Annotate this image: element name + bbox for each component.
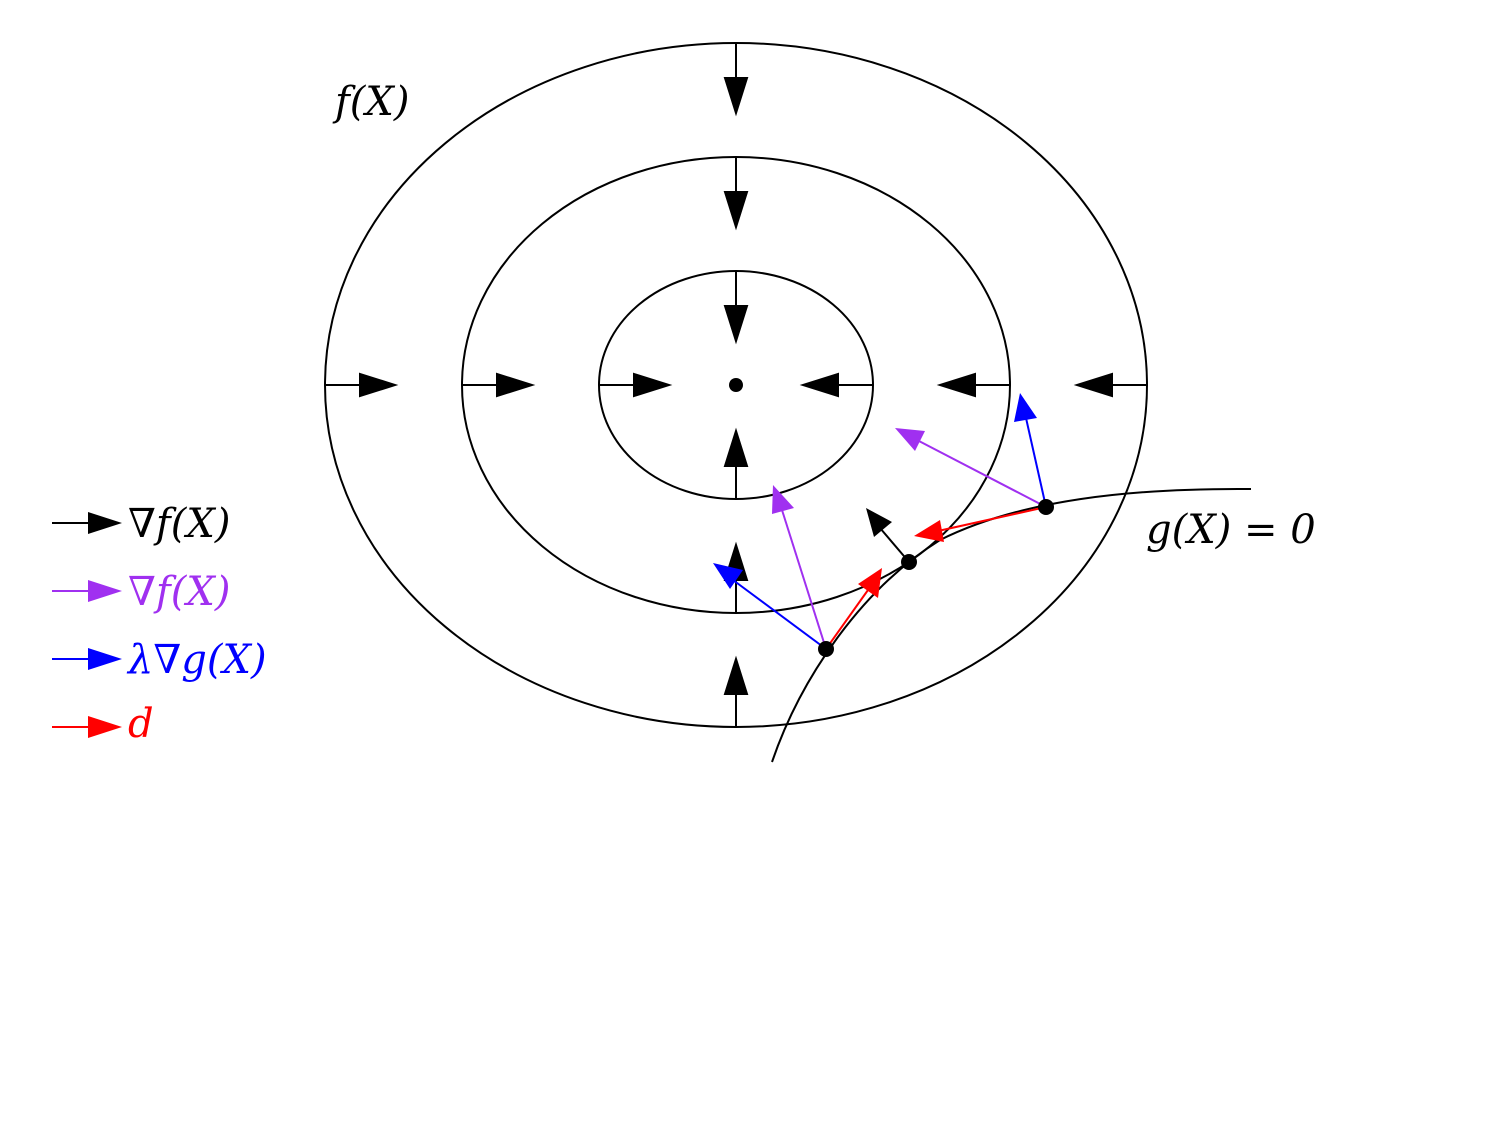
point-b [901, 554, 917, 570]
vectors-point-b [866, 508, 910, 563]
minimum-point [729, 378, 743, 392]
legend-label-constraint-gradient: λ∇g(X) [126, 637, 267, 683]
point-a [818, 641, 834, 657]
point-c [1038, 499, 1054, 515]
legend: ∇f(X) ∇f(X) λ∇g(X) d [52, 501, 267, 747]
legend-label-projected-gradient: ∇f(X) [128, 569, 230, 615]
constraint-label: g(X) = 0 [1146, 507, 1316, 553]
legend-item-projected-gradient: ∇f(X) [52, 569, 230, 615]
vectors-point-a [713, 485, 882, 650]
legend-item-direction: d [52, 701, 154, 747]
legend-label-direction: d [128, 701, 154, 747]
legend-item-constraint-gradient: λ∇g(X) [52, 637, 267, 683]
legend-item-gradient-f: ∇f(X) [52, 501, 230, 547]
objective-label: f(X) [332, 79, 410, 125]
legend-label-gradient-f: ∇f(X) [128, 501, 230, 547]
vectors-point-c [895, 393, 1047, 542]
